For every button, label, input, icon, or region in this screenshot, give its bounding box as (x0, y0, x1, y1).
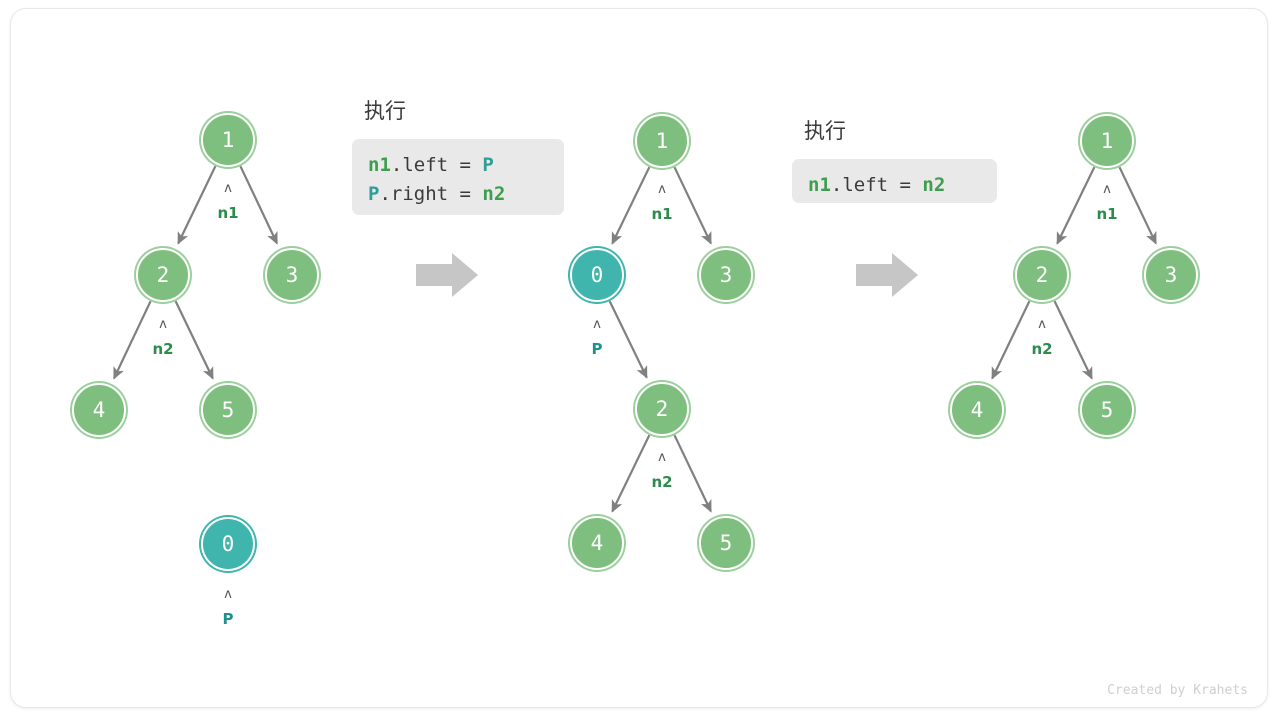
tree-node-5: 5 (201, 383, 255, 437)
code-token: .left = (830, 174, 923, 196)
tree-edge (177, 165, 217, 245)
pointer-caret-icon: ʌ (593, 317, 601, 332)
tree-edge (673, 166, 712, 245)
code-token: P (368, 182, 380, 205)
tree-edge (673, 434, 712, 513)
tree-node-4: 4 (72, 383, 126, 437)
tree-edge (174, 300, 214, 380)
pointer-label-n1: n1 (651, 205, 673, 223)
tree-edge (611, 434, 651, 513)
tree-node-4: 4 (950, 383, 1004, 437)
pointer-label-P: P (222, 610, 234, 628)
code-line: n1.left = P (368, 151, 548, 180)
code-token: n2 (482, 182, 506, 205)
tree-node-5: 5 (699, 516, 753, 570)
code-token: .left = (390, 154, 483, 176)
pointer-label-n2: n2 (1031, 340, 1053, 358)
tree-node-3: 3 (1144, 248, 1198, 302)
tree-node-1: 1 (201, 113, 255, 167)
tree-edge (239, 165, 279, 245)
pointer-label-n2: n2 (152, 340, 174, 358)
pointer-label-P: P (591, 340, 603, 358)
code-token: n2 (922, 174, 946, 196)
transition-arrow-1-icon (416, 253, 478, 297)
pointer-label-n2: n2 (651, 473, 673, 491)
tree-edge (991, 300, 1031, 380)
pointer-caret-icon: ʌ (658, 450, 666, 465)
pointer-caret-icon: ʌ (224, 587, 232, 602)
pointer-label-n1: n1 (1096, 205, 1118, 223)
step-1-title: 执行 (364, 99, 406, 123)
step-2-title: 执行 (804, 119, 846, 143)
code-line: n1.left = n2 (808, 171, 981, 200)
pointer-label-n1: n1 (217, 204, 239, 222)
code-token: .right = (379, 182, 483, 205)
pointer-caret-icon: ʌ (1103, 182, 1111, 197)
code-line: P.right = n2 (368, 180, 548, 209)
pointer-caret-icon: ʌ (224, 181, 232, 196)
tree-node-3: 3 (265, 248, 319, 302)
tree-node-0: 0 (570, 248, 624, 302)
pointer-caret-icon: ʌ (658, 182, 666, 197)
code-token: n1 (368, 154, 391, 176)
tree-edge (608, 300, 648, 379)
tree-node-1: 1 (1080, 114, 1134, 168)
tree-edge (1118, 166, 1157, 245)
transition-arrow-2-icon (856, 253, 918, 297)
tree-node-4: 4 (570, 516, 624, 570)
credit-text: Created by Krahets (1107, 683, 1248, 698)
pointer-caret-icon: ʌ (1038, 317, 1046, 332)
tree-edge (112, 300, 152, 380)
tree-edge (611, 166, 651, 245)
tree-node-0: 0 (201, 517, 255, 571)
code-token: P (482, 154, 494, 176)
step-2-code-block: n1.left = n2 (792, 159, 997, 203)
tree-node-2: 2 (136, 248, 190, 302)
pointer-caret-icon: ʌ (159, 317, 167, 332)
tree-node-1: 1 (635, 114, 689, 168)
tree-node-3: 3 (699, 248, 753, 302)
tree-edge (1053, 300, 1093, 380)
tree-node-2: 2 (1015, 248, 1069, 302)
code-token: n1 (808, 174, 831, 196)
tree-node-5: 5 (1080, 383, 1134, 437)
tree-node-2: 2 (635, 382, 689, 436)
tree-edge (1056, 166, 1096, 245)
